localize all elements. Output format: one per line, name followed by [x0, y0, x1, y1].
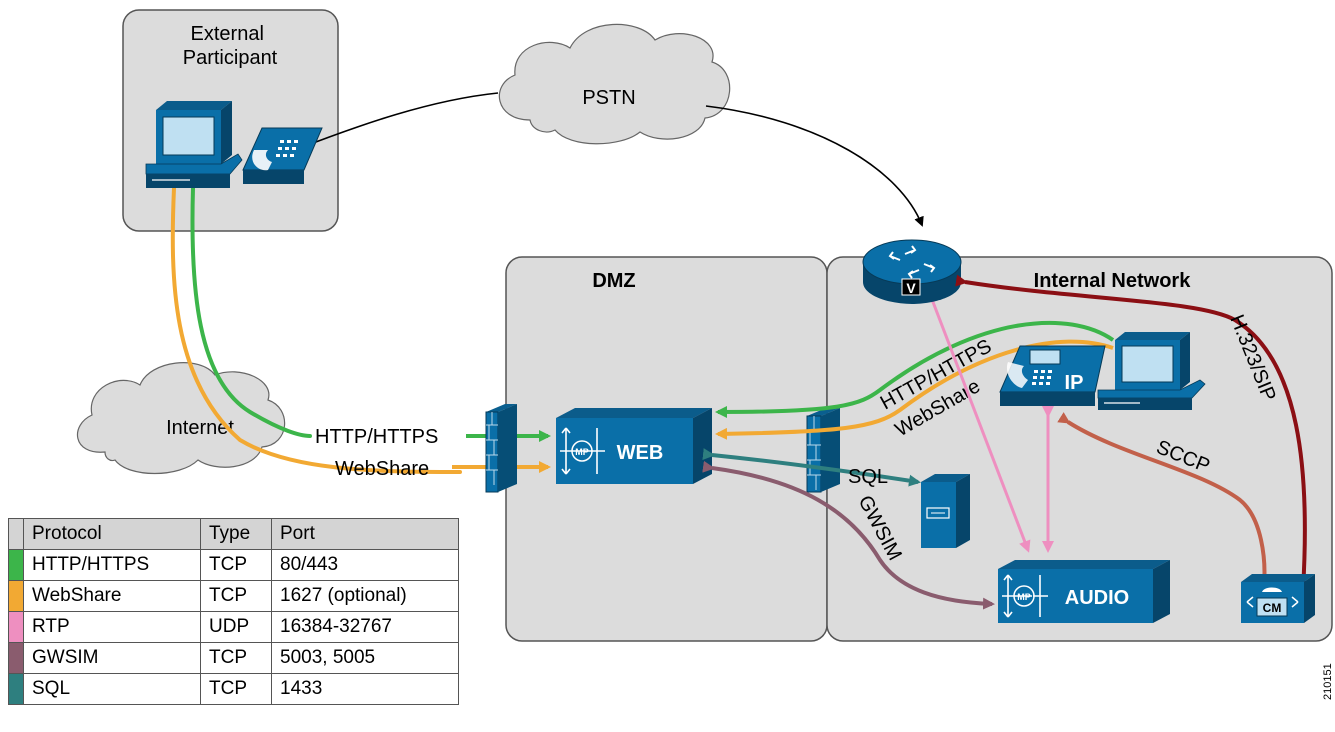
legend-color-swatch — [8, 611, 24, 643]
legend-row: SQL TCP 1433 — [8, 673, 459, 705]
database-server-icon — [921, 474, 970, 548]
gwsim-line — [702, 460, 995, 610]
cm-label: CM — [1263, 601, 1282, 615]
mp-label: MP — [1017, 592, 1031, 602]
web-server-icon: MP WEB — [556, 408, 712, 484]
legend-type: TCP — [200, 549, 272, 581]
dmz-label: DMZ — [592, 270, 635, 292]
internal-network-label: Internal Network — [1034, 270, 1192, 292]
ip-phone-icon: IP — [999, 345, 1106, 406]
firewall-icon — [806, 408, 840, 493]
http-label-external: HTTP/HTTPS — [315, 426, 438, 448]
legend-port: 1433 — [271, 673, 459, 705]
pstn-label: PSTN — [582, 87, 635, 109]
legend-protocol: GWSIM — [23, 642, 201, 674]
sql-label: SQL — [848, 466, 888, 488]
h323-sip-line — [955, 274, 1310, 593]
legend-header-type: Type — [200, 518, 272, 550]
audio-label: AUDIO — [1065, 587, 1129, 609]
legend-color-swatch — [8, 549, 24, 581]
call-manager-icon: CM — [1241, 574, 1315, 623]
voice-router-icon: V — [862, 239, 962, 304]
external-participant-label: External Participant — [183, 23, 278, 69]
pstn-to-phone-arrow — [298, 92, 499, 150]
internet-cloud: Internet — [76, 362, 286, 475]
router-v-label: V — [906, 280, 916, 296]
protocol-legend-table: Protocol Type Port HTTP/HTTPS TCP 80/443… — [8, 518, 459, 705]
legend-type: TCP — [200, 642, 272, 674]
legend-type: TCP — [200, 673, 272, 705]
external-phone-icon — [242, 127, 323, 184]
internal-computer-icon — [1097, 332, 1206, 410]
legend-row: HTTP/HTTPS TCP 80/443 — [8, 549, 459, 581]
legend-row: WebShare TCP 1627 (optional) — [8, 580, 459, 612]
external-computer-icon — [145, 101, 243, 188]
legend-swatch-header — [8, 518, 24, 550]
legend-header-row: Protocol Type Port — [8, 518, 459, 550]
sccp-line — [1057, 412, 1271, 588]
legend-color-swatch — [8, 673, 24, 705]
legend-header-protocol: Protocol — [23, 518, 201, 550]
legend-type: TCP — [200, 580, 272, 612]
mp-label: MP — [575, 447, 589, 457]
firewall-icon — [485, 404, 517, 493]
external-webshare-line — [170, 186, 462, 474]
legend-row: RTP UDP 16384-32767 — [8, 611, 459, 643]
legend-port: 5003, 5005 — [271, 642, 459, 674]
legend-port: 16384-32767 — [271, 611, 459, 643]
web-label: WEB — [617, 442, 664, 464]
legend-type: UDP — [200, 611, 272, 643]
legend-protocol: WebShare — [23, 580, 201, 612]
ip-label: IP — [1065, 372, 1084, 394]
legend-color-swatch — [8, 580, 24, 612]
legend-header-port: Port — [271, 518, 459, 550]
audio-server-icon: MP AUDIO — [998, 560, 1170, 623]
legend-protocol: RTP — [23, 611, 201, 643]
webshare-label-external: WebShare — [335, 458, 429, 480]
legend-port: 80/443 — [271, 549, 459, 581]
external-http-line — [190, 186, 312, 438]
pstn-to-router-arrow — [705, 105, 924, 227]
legend-color-swatch — [8, 642, 24, 674]
legend-port: 1627 (optional) — [271, 580, 459, 612]
figure-id: 210151 — [1322, 663, 1334, 700]
legend-protocol: HTTP/HTTPS — [23, 549, 201, 581]
legend-protocol: SQL — [23, 673, 201, 705]
pstn-cloud: PSTN — [498, 23, 731, 145]
legend-row: GWSIM TCP 5003, 5005 — [8, 642, 459, 674]
internet-label: Internet — [166, 417, 234, 439]
